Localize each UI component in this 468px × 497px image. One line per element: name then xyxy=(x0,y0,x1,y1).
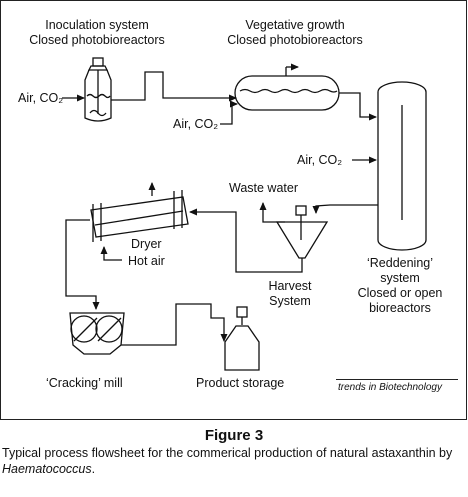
inoculation-title-line2: Closed photobioreactors xyxy=(29,33,165,47)
journal-credit: trends in Biotechnology xyxy=(338,382,442,393)
dryer-drum-icon xyxy=(90,190,189,242)
reddening-label-line4: bioreactors xyxy=(369,301,431,315)
process-flowsheet xyxy=(62,57,427,371)
reddening-label-line1: ‘Reddening’ xyxy=(366,256,434,270)
air-co2-inlet-vegetative: Air, CO₂ xyxy=(173,117,219,131)
flow-lines xyxy=(62,63,378,346)
inoculation-vessel-icon xyxy=(84,57,112,122)
product-storage-icon xyxy=(224,306,260,371)
figure-caption: Typical process flowsheet for the commer… xyxy=(2,445,466,477)
caption-end-text: . xyxy=(91,462,96,476)
vegetative-title-line2: Closed photobioreactors xyxy=(227,33,363,47)
caption-main-text: Typical process flowsheet for the commer… xyxy=(2,446,453,460)
vegetative-title-line1: Vegetative growth xyxy=(245,18,345,32)
caption-italic-text: Haematococcus xyxy=(2,462,92,476)
hot-air-label: Hot air xyxy=(128,254,165,268)
cracking-mill-label: ‘Cracking’ mill xyxy=(46,376,123,390)
harvest-label-line2: System xyxy=(269,294,311,308)
vegetative-reactor-icon xyxy=(234,67,340,111)
air-co2-inlet-inoculation: Air, CO₂ xyxy=(18,91,64,105)
dryer-label: Dryer xyxy=(131,237,162,251)
figure-title: Figure 3 xyxy=(204,427,264,444)
product-storage-label: Product storage xyxy=(196,376,285,390)
credit-divider xyxy=(336,379,458,380)
cracking-mill-icon xyxy=(69,312,125,355)
air-co2-inlet-reddening: Air, CO₂ xyxy=(297,153,343,167)
diagram-frame xyxy=(0,0,467,420)
waste-water-label: Waste water xyxy=(229,181,299,195)
reddening-column-icon xyxy=(377,81,427,251)
inoculation-title-line1: Inoculation system xyxy=(45,18,149,32)
reddening-label-line3: Closed or open xyxy=(357,286,443,300)
harvest-label-line1: Harvest xyxy=(268,279,312,293)
harvest-settler-icon xyxy=(275,205,329,259)
reddening-label-line2: system xyxy=(380,271,420,285)
